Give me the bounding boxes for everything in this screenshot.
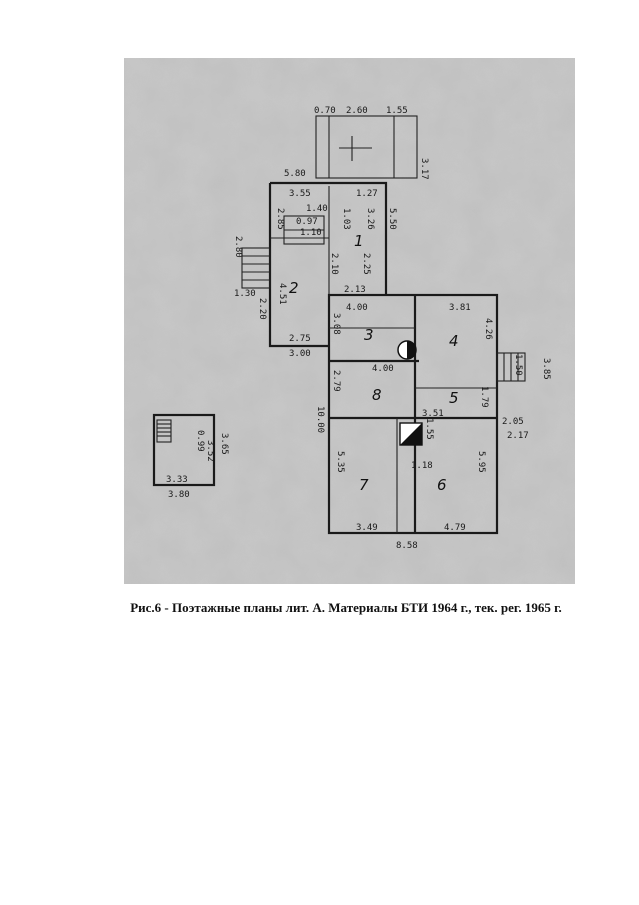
dimension-label: 3.33 [166,475,188,485]
dimension-label: 0.70 [314,106,336,116]
dimension-label: 4.00 [346,303,368,313]
dimension-label: 3.81 [449,303,471,313]
side-stair-right [496,352,526,382]
dimension-label: 3.00 [289,349,311,359]
dimension-label: 1.55 [424,418,434,440]
dimension-label: 0.99 [195,430,205,452]
floor-plan-scan: 1 2 3 4 5 6 7 8 0.70 2.60 1.55 3.17 5.80… [124,58,575,584]
dimension-label: 1.03 [341,208,351,230]
dimension-label: 1.18 [411,461,433,471]
room-label: 8 [372,386,382,404]
dimension-label: 4.26 [483,318,493,340]
dimension-label: 1.10 [300,228,322,238]
dimension-label: 2.05 [502,417,524,427]
dimension-label: 2.17 [507,431,529,441]
room-label: 6 [437,476,447,494]
dimension-label: 3.55 [289,189,311,199]
dimension-label: 2.75 [289,334,311,344]
dimension-labels: 0.70 2.60 1.55 3.17 5.80 3.55 1.27 1.40 … [166,106,551,551]
dimension-label: 2.10 [329,253,339,275]
dimension-label: 1.40 [306,204,328,214]
dimension-label: 1.30 [234,289,256,299]
dimension-label: 3.80 [168,490,190,500]
dimension-label: 5.95 [476,451,486,473]
room-label: 1 [354,232,364,250]
stove-square [399,422,423,446]
dimension-label: 2.80 [233,236,243,258]
dimension-label: 1.55 [386,106,408,116]
dimension-label: 2.79 [331,370,341,392]
room-label: 5 [449,389,459,407]
dimension-label: 3.26 [365,208,375,230]
dimension-label: 5.80 [284,169,306,179]
side-stair-left [241,247,271,289]
dimension-label: 2.85 [275,208,285,230]
room-label: 2 [289,279,299,297]
scan-grain [124,58,575,584]
dimension-label: 3.17 [419,158,429,180]
floor-plan-svg: 1 2 3 4 5 6 7 8 0.70 2.60 1.55 3.17 5.80… [124,58,575,584]
dimension-label: 4.51 [277,283,287,305]
dimension-label: 3.65 [219,433,229,455]
dimension-label: 3.08 [331,313,341,335]
dimension-label: 5.35 [335,451,345,473]
dimension-label: 0.97 [296,217,318,227]
dimension-label: 2.25 [361,253,371,275]
dimension-label: 5.50 [387,208,397,230]
small-plan [152,413,216,487]
dimension-label: 10.00 [315,406,325,433]
upper-block-walls [268,181,388,348]
dimension-label: 3.49 [356,523,378,533]
dimension-label: 2.60 [346,106,368,116]
annex-outline [315,115,418,179]
dimension-label: 2.13 [344,285,366,295]
dimension-label: 3.85 [541,358,551,380]
dimension-label: 8.58 [396,541,418,551]
figure-caption: Рис.6 - Поэтажные планы лит. А. Материал… [130,600,562,615]
lower-block-walls [327,293,499,535]
dimension-label: 4.79 [444,523,466,533]
dimension-label: 4.00 [372,364,394,374]
room-label: 4 [449,332,459,350]
dimension-label: 3.51 [422,409,444,419]
dimension-label: 2.20 [257,298,267,320]
dimension-label: 3.52 [205,440,215,462]
dimension-label: 1.79 [479,386,489,408]
room-label: 3 [364,326,374,344]
room-label: 7 [359,476,369,494]
stove-round [397,340,417,360]
dimension-label: 1.27 [356,189,378,199]
dimension-label: 1.50 [513,354,523,376]
